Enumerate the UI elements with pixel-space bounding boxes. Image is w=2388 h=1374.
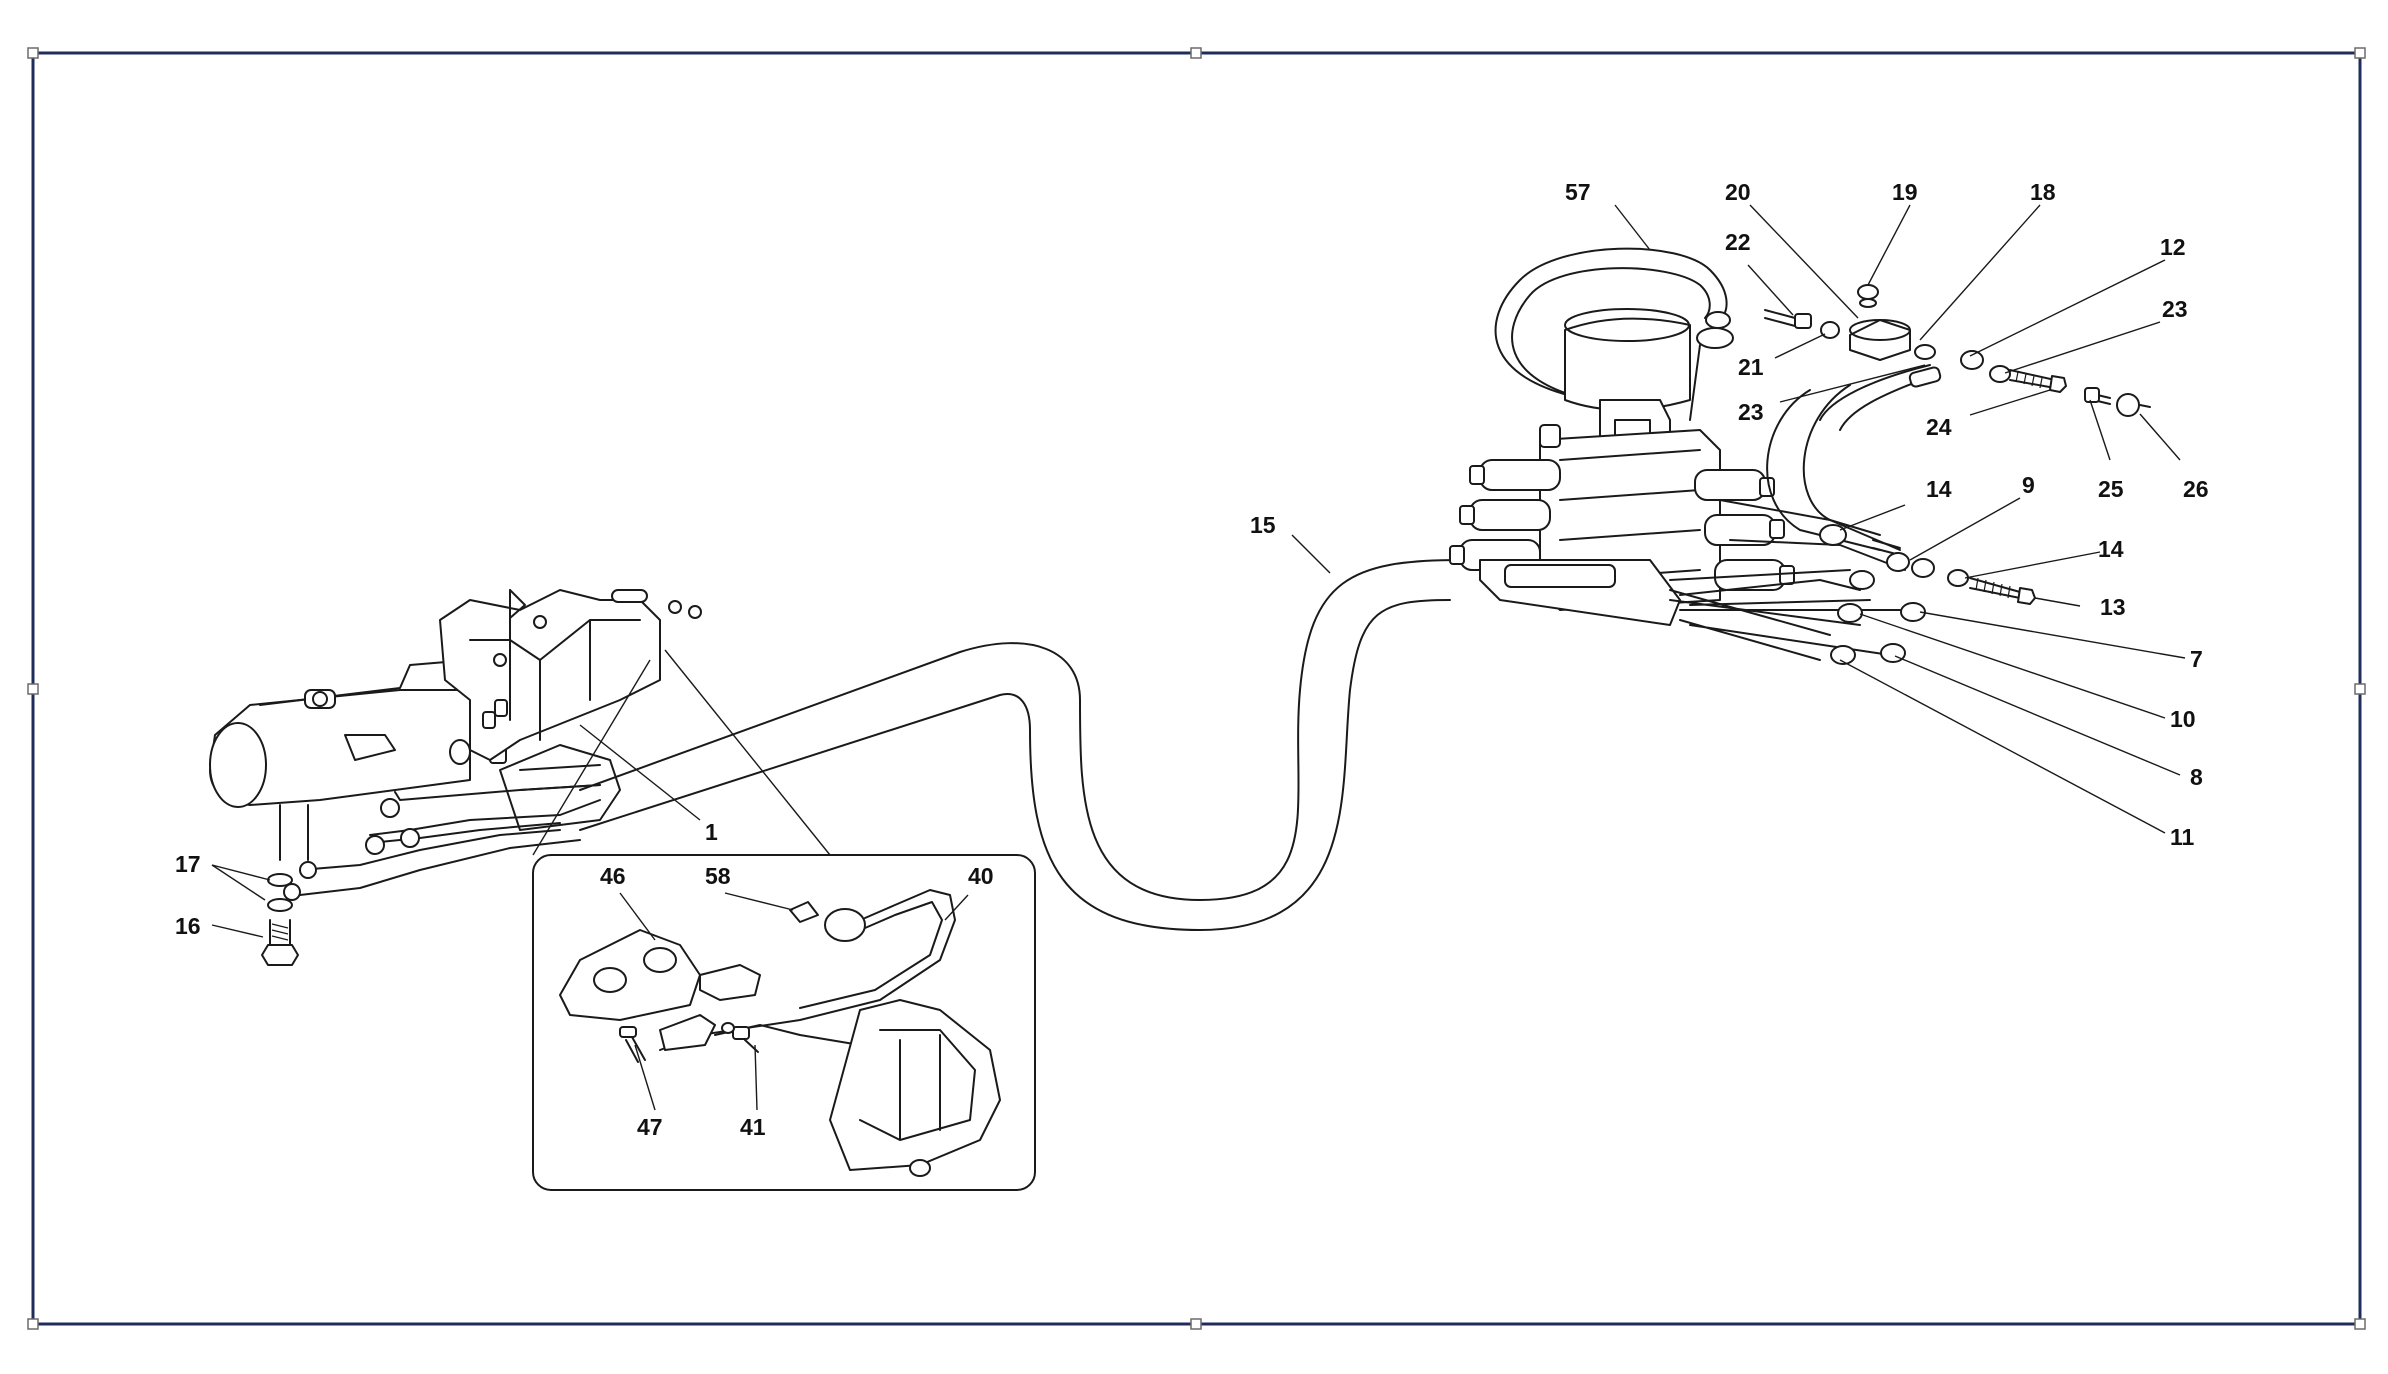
resize-handle-middle-right[interactable] (2354, 683, 2366, 695)
resize-handle-top-right[interactable] (2354, 47, 2366, 59)
callout-12: 12 (2160, 234, 2186, 260)
callout-10: 10 (2170, 706, 2196, 732)
callout-22: 22 (1725, 229, 1751, 255)
callout-17: 17 (175, 851, 201, 877)
callout-46: 46 (600, 863, 626, 889)
callout-47: 47 (637, 1114, 663, 1140)
callout-21: 21 (1738, 354, 1764, 380)
leader-lines (211, 204, 2186, 1111)
callout-41: 41 (740, 1114, 766, 1140)
callout-8: 8 (2190, 764, 2203, 790)
callout-1: 1 (705, 819, 718, 845)
valve-block-assembly (1449, 247, 2151, 665)
callout-23-upper: 23 (2162, 296, 2188, 322)
resize-handle-bottom-left[interactable] (27, 1318, 39, 1330)
selection-frame[interactable] (31, 51, 2362, 1326)
callout-7: 7 (2190, 646, 2203, 672)
callout-26: 26 (2183, 476, 2209, 502)
resize-handle-middle-left[interactable] (27, 683, 39, 695)
resize-handle-top-center[interactable] (1190, 47, 1202, 59)
callout-24: 24 (1926, 414, 1952, 440)
callout-20: 20 (1725, 179, 1751, 205)
resize-handle-bottom-center[interactable] (1190, 1318, 1202, 1330)
callout-19: 19 (1892, 179, 1918, 205)
flexible-cable-part-15 (579, 559, 1461, 931)
resize-handle-top-left[interactable] (27, 47, 39, 59)
callout-labels: 57 20 19 18 22 12 21 23 23 24 25 26 14 9… (175, 179, 2209, 1140)
callout-18: 18 (2030, 179, 2056, 205)
callout-16: 16 (175, 913, 201, 939)
control-lever-assembly-part-1 (209, 589, 702, 966)
callout-25: 25 (2098, 476, 2124, 502)
callout-57: 57 (1565, 179, 1591, 205)
callout-9: 9 (2022, 472, 2035, 498)
callout-11: 11 (2170, 824, 2195, 850)
detail-inset (532, 649, 1036, 1191)
callout-58: 58 (705, 863, 731, 889)
callout-13: 13 (2100, 594, 2126, 620)
resize-handle-bottom-right[interactable] (2354, 1318, 2366, 1330)
callout-23-lower: 23 (1738, 399, 1764, 425)
callout-40: 40 (968, 863, 994, 889)
callout-14-upper: 14 (1926, 476, 1952, 502)
callout-14-lower: 14 (2098, 536, 2124, 562)
callout-15: 15 (1250, 512, 1276, 538)
